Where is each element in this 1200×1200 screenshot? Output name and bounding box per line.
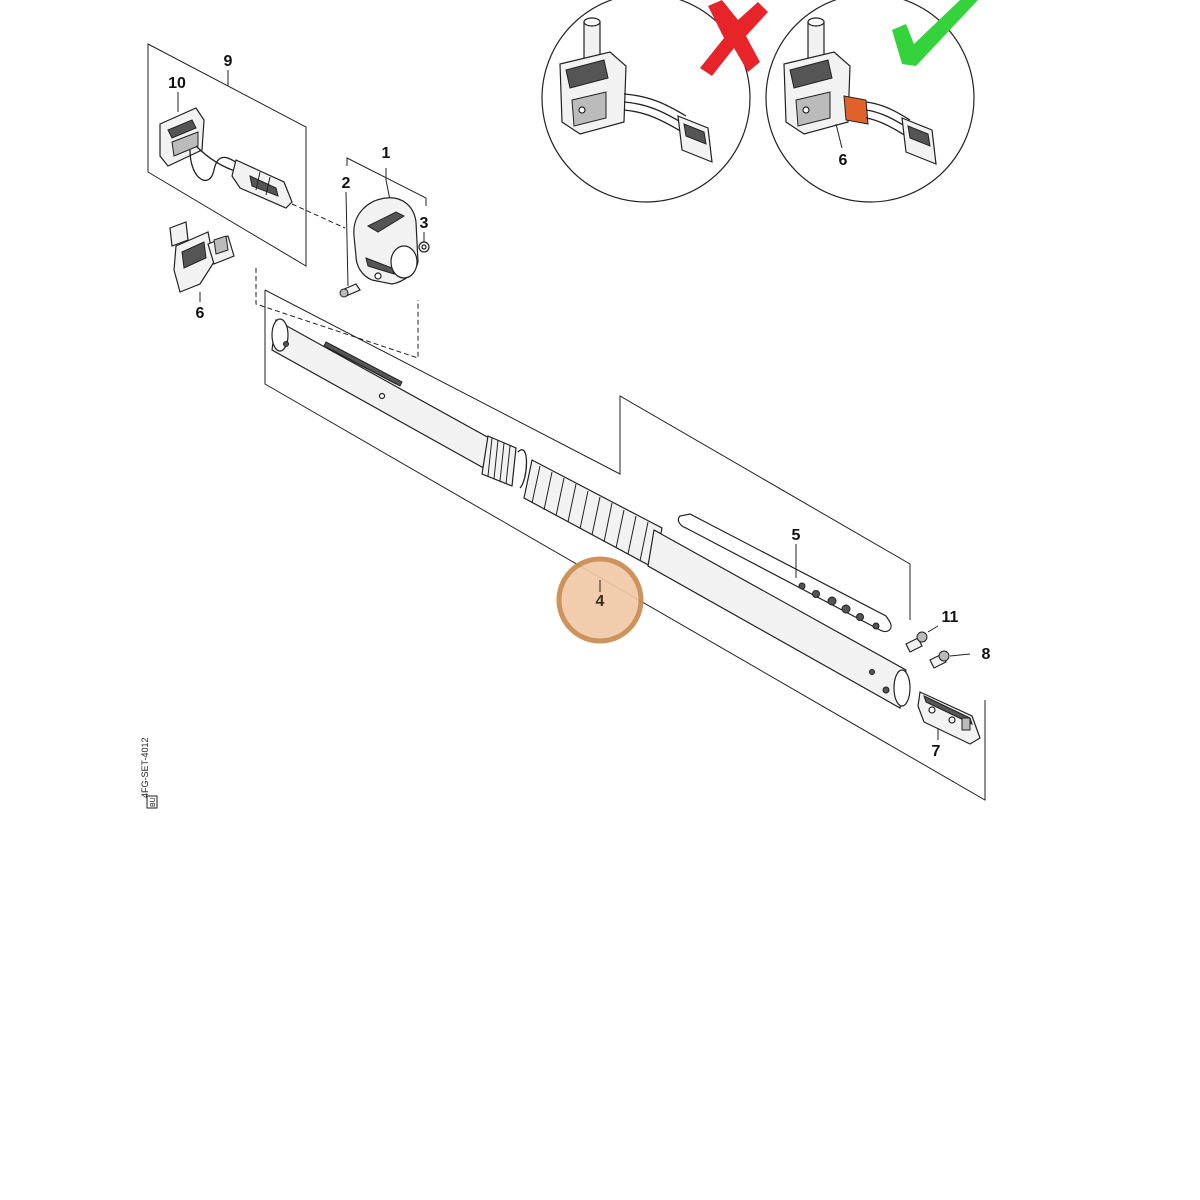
wrong-cross-icon [700,0,768,76]
callout-2: 2 [342,175,351,192]
highlight-marker [556,556,644,644]
callout-5: 5 [792,527,801,544]
callout-6-detail: 6 [839,152,848,169]
decal-5 [677,513,892,633]
dashed-region [255,268,419,359]
harness-frame [147,43,307,267]
callout-7: 7 [932,743,941,760]
callout-3: 3 [420,215,429,232]
drawing-code: 4FG-SET-4012 [140,737,150,798]
callout-11: 11 [942,609,959,626]
detail-wrong [541,0,751,203]
callout-4: 4 [596,593,605,610]
callout-6-left: 6 [196,305,205,322]
correct-check-icon [892,0,978,66]
callout-9: 9 [224,53,233,70]
end-cap-7 [917,691,981,745]
callout-1: 1 [382,145,391,162]
harness-group [147,43,346,267]
telescopic-shaft-4 [271,318,911,709]
screw-8 [929,650,971,669]
svg-text:BU: BU [150,797,157,807]
handle-cap-group [339,157,430,298]
switch-part-6 [169,221,235,302]
callout-8: 8 [982,646,991,663]
svg-text:4FG-SET-4012: 4FG-SET-4012 [140,737,150,798]
sleeve-highlight [843,95,869,125]
drawing-code-tag: BU [150,797,157,807]
screw-11 [905,625,939,653]
callout-10: 10 [168,75,186,92]
